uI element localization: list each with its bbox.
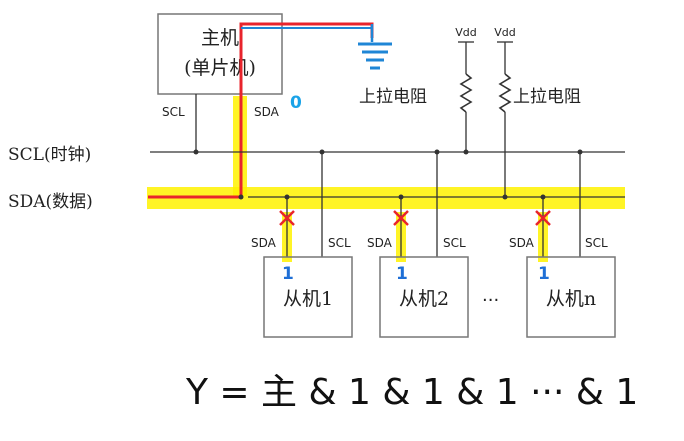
slave-1-box xyxy=(263,256,353,338)
ellipsis: ··· xyxy=(482,290,499,311)
slave-n-sda: SDA xyxy=(509,236,535,250)
cross-icon-1 xyxy=(279,210,295,226)
slave-2-scl: SCL xyxy=(443,236,466,250)
pullup-resistor-1: Vdd xyxy=(455,26,477,152)
slave-1-name: 从机1 xyxy=(283,288,333,310)
vdd-label-2: Vdd xyxy=(494,26,516,39)
master-output-bit: 0 xyxy=(290,93,302,113)
slave-2-sda: SDA xyxy=(367,236,393,250)
master-title: 主机 xyxy=(201,27,239,49)
slave-n-name: 从机n xyxy=(546,288,596,310)
slave-2: 从机2 SDA SCL 1 xyxy=(367,152,469,338)
slave-1-bit: 1 xyxy=(282,264,294,284)
master-box xyxy=(157,13,283,95)
slave-1-scl: SCL xyxy=(328,236,351,250)
slave-n-scl: SCL xyxy=(585,236,608,250)
slave-2-bit: 1 xyxy=(396,264,408,284)
slave-2-name: 从机2 xyxy=(399,288,449,310)
pullup-label-1: 上拉电阻 xyxy=(359,87,427,107)
master-subtitle: (单片机) xyxy=(184,57,256,79)
vdd-label-1: Vdd xyxy=(455,26,477,39)
wired-and-formula: Y = 主 & 1 & 1 & 1 ··· & 1 xyxy=(185,372,638,413)
cross-icon-n xyxy=(535,210,551,226)
pullup-label-2: 上拉电阻 xyxy=(513,87,581,107)
slave-n-bit: 1 xyxy=(538,264,550,284)
pullup-resistor-2: Vdd xyxy=(494,26,516,197)
slave-1-sda: SDA xyxy=(251,236,277,250)
sda-bus-label: SDA(数据) xyxy=(8,192,93,212)
scl-bus-label: SCL(时钟) xyxy=(8,145,91,165)
master-sda-label: SDA xyxy=(254,105,280,119)
slave-n-box xyxy=(526,256,616,338)
slave-1: 从机1 SDA SCL 1 xyxy=(251,152,353,338)
master-scl-label: SCL xyxy=(162,105,185,119)
cross-icon-2 xyxy=(393,210,409,226)
slave-2-box xyxy=(379,256,469,338)
slave-n: 从机n SDA SCL 1 xyxy=(509,152,616,338)
ground-icon xyxy=(358,42,392,70)
